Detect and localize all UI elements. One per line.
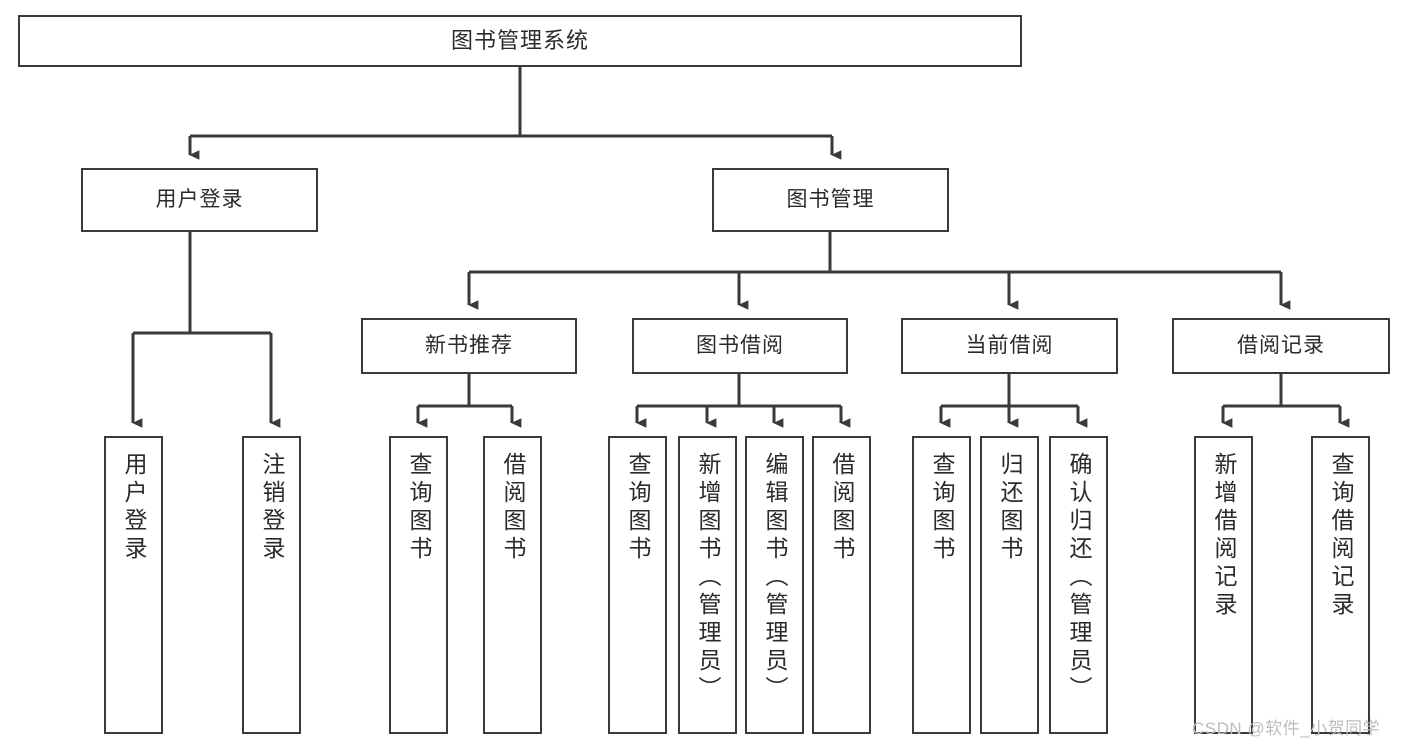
leaf-user-logout-label: 注销登录 (259, 452, 285, 564)
leaf-borrow-book-2-label: 借阅图书 (829, 452, 855, 564)
node-current-borrow-label: 当前借阅 (965, 333, 1054, 357)
leaf-borrow-book-1[interactable]: 借阅图书 (483, 436, 542, 734)
leaf-query-book-1[interactable]: 查询图书 (389, 436, 448, 734)
node-root-label: 图书管理系统 (450, 28, 589, 54)
node-book-borrow[interactable]: 图书借阅 (632, 318, 848, 374)
leaf-query-book-2-label: 查询图书 (625, 452, 651, 564)
leaf-query-book-2[interactable]: 查询图书 (608, 436, 667, 734)
leaf-edit-book-label: 编辑图书（管理员） (762, 452, 788, 704)
leaf-query-book-3-label: 查询图书 (929, 452, 955, 564)
node-new-book-recommend-label: 新书推荐 (425, 333, 513, 357)
leaf-edit-book[interactable]: 编辑图书（管理员） (745, 436, 804, 734)
leaf-query-record-label: 查询借阅记录 (1328, 452, 1354, 620)
node-user-login[interactable]: 用户登录 (81, 168, 318, 232)
leaf-borrow-book-1-label: 借阅图书 (500, 452, 526, 564)
leaf-query-record[interactable]: 查询借阅记录 (1311, 436, 1370, 734)
leaf-query-book-3[interactable]: 查询图书 (912, 436, 971, 734)
leaf-user-logout[interactable]: 注销登录 (242, 436, 301, 734)
node-user-login-label: 用户登录 (155, 187, 244, 211)
leaf-user-login[interactable]: 用户登录 (104, 436, 163, 734)
leaf-confirm-return-label: 确认归还（管理员） (1066, 452, 1092, 704)
leaf-borrow-book-2[interactable]: 借阅图书 (812, 436, 871, 734)
leaf-return-book[interactable]: 归还图书 (980, 436, 1039, 734)
node-borrow-record-label: 借阅记录 (1237, 333, 1325, 357)
node-book-borrow-label: 图书借阅 (696, 333, 784, 357)
leaf-add-record-label: 新增借阅记录 (1211, 452, 1237, 620)
leaf-add-record[interactable]: 新增借阅记录 (1194, 436, 1253, 734)
leaf-query-book-1-label: 查询图书 (406, 452, 432, 564)
node-book-management[interactable]: 图书管理 (712, 168, 949, 232)
node-book-management-label: 图书管理 (786, 187, 875, 211)
leaf-add-book[interactable]: 新增图书（管理员） (678, 436, 737, 734)
node-root[interactable]: 图书管理系统 (18, 15, 1022, 67)
node-current-borrow[interactable]: 当前借阅 (901, 318, 1118, 374)
node-borrow-record[interactable]: 借阅记录 (1172, 318, 1390, 374)
leaf-user-login-label: 用户登录 (121, 452, 147, 564)
leaf-add-book-label: 新增图书（管理员） (695, 452, 721, 704)
leaf-confirm-return[interactable]: 确认归还（管理员） (1049, 436, 1108, 734)
node-new-book-recommend[interactable]: 新书推荐 (361, 318, 577, 374)
leaf-return-book-label: 归还图书 (997, 452, 1023, 564)
